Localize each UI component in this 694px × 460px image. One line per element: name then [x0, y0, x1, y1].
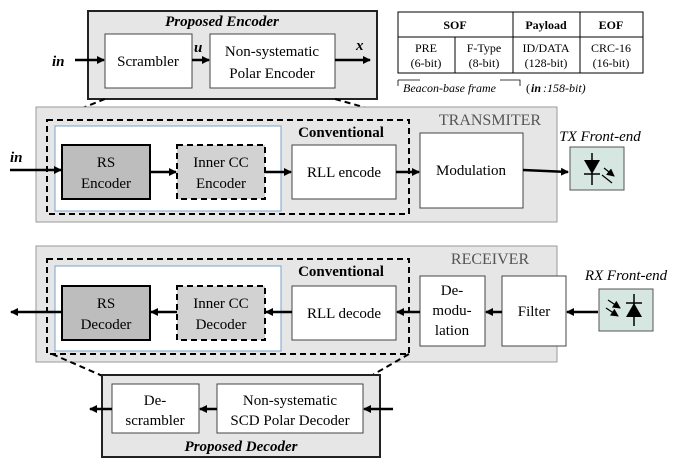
eof-header: EOF: [599, 18, 624, 32]
descrambler-line2: scrambler: [125, 413, 184, 429]
rx-frontend-label: RX Front-end: [584, 268, 668, 284]
cc-encoder-line1: Inner CC: [193, 155, 248, 171]
crc-bits: (16-bit): [593, 56, 630, 70]
decoder-title: Proposed Decoder: [185, 439, 298, 455]
transmitter-title: TRANSMITER: [439, 112, 542, 129]
filter-label: Filter: [518, 304, 551, 320]
proposed-decoder: De- scrambler Non-systematic SCD Polar D…: [89, 374, 393, 458]
ftype-bits: (8-bit): [469, 56, 500, 70]
beacon-frame-table: SOF Payload EOF PRE (6-bit) F-Type (8-bi…: [397, 11, 644, 95]
polar-encoder-line2: Polar Encoder: [229, 66, 314, 82]
cc-encoder-line2: Encoder: [196, 176, 246, 192]
receiver-section: RECEIVER Conventional RS Decoder Inner C…: [10, 245, 598, 363]
modulation-label: Modulation: [436, 163, 506, 179]
crc-name: CRC-16: [591, 41, 631, 55]
frame-caption-open: (: [526, 81, 530, 95]
scrambler-label: Scrambler: [117, 54, 179, 70]
rs-encoder-line2: Encoder: [81, 176, 131, 192]
tx-frontend: TX Front-end: [559, 129, 641, 191]
descrambler-line1: De-: [144, 393, 167, 409]
demod-line1: De-: [441, 283, 464, 299]
polar-encoder-line1: Non-systematic: [225, 44, 319, 60]
cc-decoder-line2: Decoder: [196, 317, 247, 333]
rx-frontend: RX Front-end: [584, 268, 668, 332]
u-label: u: [194, 40, 202, 56]
cc-decoder-line1: Inner CC: [193, 296, 248, 312]
sof-header: SOF: [443, 18, 466, 32]
tx-frontend-label: TX Front-end: [559, 129, 641, 145]
payload-header: Payload: [525, 18, 567, 32]
transmitter-input-label: in: [10, 150, 23, 166]
id-bits: (128-bit): [525, 56, 568, 70]
proposed-encoder: Proposed Encoder Scrambler Non-systemati…: [52, 10, 378, 100]
pre-bits: (6-bit): [411, 56, 442, 70]
polar-decoder-line2: SCD Polar Decoder: [230, 413, 349, 429]
rll-encode-label: RLL encode: [307, 165, 381, 181]
frame-caption: Beacon-base frame: [403, 81, 497, 95]
rs-encoder-line1: RS: [97, 155, 115, 171]
frame-caption-bits: :158-bit): [543, 81, 586, 95]
x-label: x: [355, 38, 364, 54]
rll-decode-label: RLL decode: [307, 306, 381, 322]
receiver-conventional: Conventional: [298, 264, 384, 280]
rs-decoder-line2: Decoder: [81, 317, 132, 333]
transmitter-conventional: Conventional: [298, 125, 384, 141]
transmitter-section: TRANSMITER Conventional RS Encoder Inner…: [10, 106, 569, 223]
receiver-title: RECEIVER: [451, 251, 530, 268]
rs-decoder-line1: RS: [97, 296, 115, 312]
demod-line2: modu-: [432, 303, 471, 319]
frame-caption-in: in: [531, 81, 541, 95]
demod-line3: lation: [435, 323, 470, 339]
pre-name: PRE: [415, 41, 437, 55]
ftype-name: F-Type: [467, 41, 502, 55]
polar-decoder-line1: Non-systematic: [243, 393, 337, 409]
encoder-input-label: in: [52, 54, 65, 70]
encoder-title: Proposed Encoder: [165, 14, 279, 30]
id-name: ID/DATA: [522, 41, 569, 55]
